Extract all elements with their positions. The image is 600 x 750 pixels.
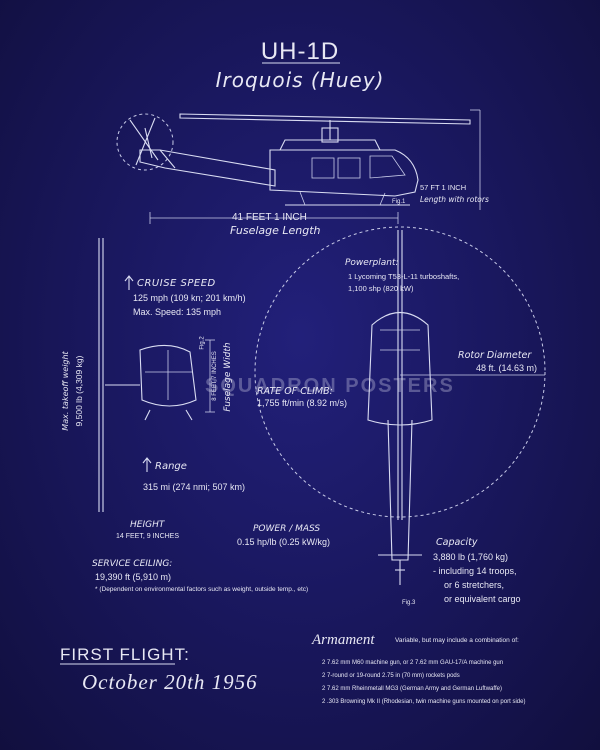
page-subtitle: Iroquois (Huey) [215, 68, 385, 92]
front-view-helicopter [98, 238, 197, 512]
capacity-line: or equivalent cargo [444, 594, 521, 604]
power-mass-value: 0.15 hp/lb (0.25 kW/kg) [237, 537, 331, 547]
capacity-line: or 6 stretchers, [444, 580, 505, 590]
armament-item: 2 7-round or 19-round 2.75 in (70 mm) ro… [322, 673, 460, 679]
first-flight-label: FIRST FLIGHT: [60, 645, 190, 664]
fuselage-length-value: 41 FEET 1 INCH [232, 212, 307, 223]
fig-label-2: Fig.2 [199, 336, 206, 350]
max-speed-value: Max. Speed: 135 mph [133, 307, 222, 317]
power-mass-heading: POWER / MASS [253, 524, 321, 534]
height-value: 14 FEET, 9 INCHES [116, 533, 180, 540]
watermark: SQUADRON POSTERS [205, 375, 455, 397]
takeoff-weight-label: Max. takeoff weight [61, 351, 70, 431]
armament-heading: Armament [312, 632, 375, 648]
rate-of-climb-value: 1,755 ft/min (8.92 m/s) [257, 398, 348, 408]
range-heading: Range [155, 461, 187, 472]
armament-item: 2 .303 Browning Mk II (Rhodesian, twin m… [322, 699, 526, 705]
powerplant-power: 1,100 shp (820 kW) [348, 284, 414, 293]
capacity-line: - including 14 troops, [433, 566, 517, 576]
fig-label-1: Fig.1 [392, 199, 406, 205]
powerplant-engine: 1 Lycoming T53-L-11 turboshafts, [348, 272, 460, 281]
rotor-length-label: Length with rotors [420, 195, 489, 204]
armament-item: 2 7.62 mm Rheinmetall MG3 (German Army a… [322, 686, 502, 692]
first-flight-date: October 20th 1956 [82, 670, 258, 694]
rate-of-climb-label: RATE OF CLIMB: [257, 386, 333, 397]
rotor-length-value: 57 FT 1 INCH [420, 183, 467, 192]
side-view-helicopter [116, 113, 471, 206]
cruise-speed-value: 125 mph (109 kn; 201 km/h) [133, 293, 246, 303]
service-ceiling-value: 19,390 ft (5,910 m) [95, 572, 172, 582]
armament-item: 2 7.62 mm M60 machine gun, or 2 7.62 mm … [322, 660, 504, 666]
rotor-diameter-value: 48 ft. (14.63 m) [476, 363, 538, 373]
rotor-disc-circle [254, 226, 546, 518]
rotor-diameter-label: Rotor Diameter [458, 350, 532, 361]
capacity-heading: Capacity [436, 537, 478, 548]
height-heading: HEIGHT [130, 520, 165, 530]
takeoff-weight-value: 9,500 lb (4,309 kg) [74, 355, 84, 427]
page-title: UH-1D [260, 38, 340, 65]
range-value: 315 mi (274 nmi; 507 km) [143, 482, 246, 492]
fig-label-3: Fig.3 [402, 600, 416, 606]
armament-intro: Variable, but may include a combination … [395, 637, 519, 644]
service-ceiling-heading: SERVICE CEILING: [92, 559, 173, 569]
capacity-line: 3,880 lb (1,760 kg) [433, 552, 509, 562]
powerplant-heading: Powerplant: [345, 258, 399, 268]
cruise-speed-heading: CRUISE SPEED [137, 278, 216, 289]
fuselage-length-label: Fuselage Length [230, 224, 321, 237]
service-ceiling-note: * (Dependent on environmental factors su… [95, 586, 309, 593]
